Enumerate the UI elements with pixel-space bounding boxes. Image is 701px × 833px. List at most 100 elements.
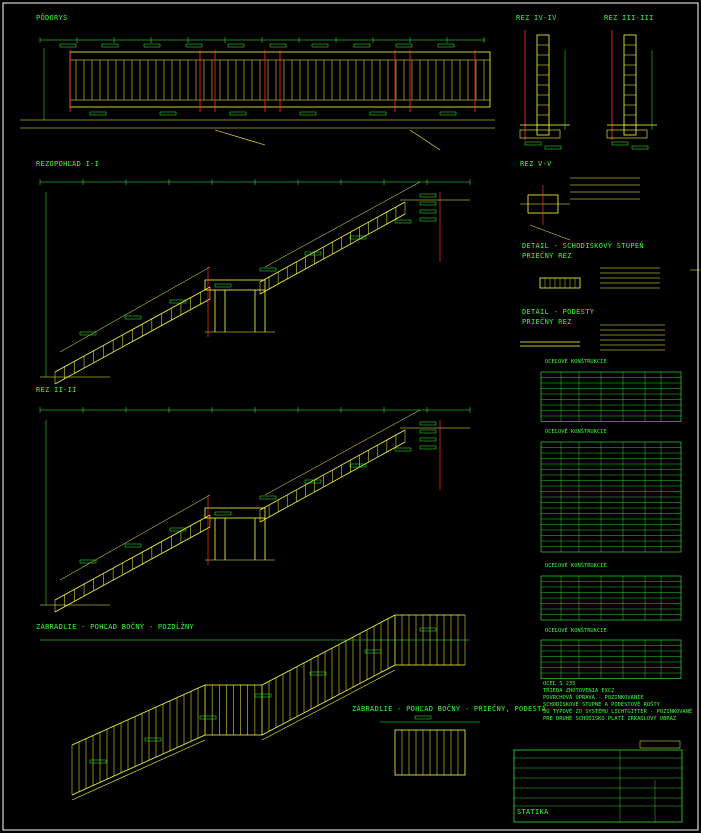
table-3-title: OCEĽOVÉ KONŠTRUKCIE xyxy=(545,563,607,569)
dim-tag xyxy=(311,43,329,48)
handrail xyxy=(264,181,421,268)
note-line-6: PRE DRUHÉ SCHODISKO PLATÍ ZRKADLOVÝ OBRA… xyxy=(543,716,677,722)
leader-line xyxy=(409,129,441,151)
dim-tag xyxy=(369,111,387,116)
note-line-4: SCHODISKOVÉ STUPNE A PODESTOVÉ ROŠTY xyxy=(543,702,660,708)
railing-long-view xyxy=(40,614,470,801)
dim-tag xyxy=(79,331,97,336)
step-detail-title: DETAIL - SCHODISKOVÝ STUPEŇ xyxy=(522,242,644,250)
elevation-view xyxy=(39,179,471,385)
title-block-frame xyxy=(513,749,683,823)
dim-tag xyxy=(124,543,142,548)
logo-box xyxy=(639,740,681,749)
dim-tag xyxy=(229,111,247,116)
plan-view-title: PÔDORYS xyxy=(36,14,68,22)
dim-tag xyxy=(394,447,412,452)
dim-tag xyxy=(394,219,412,224)
dim-tag xyxy=(353,43,371,48)
step-detail-sub: PRIEČNY REZ xyxy=(522,252,572,260)
railing-bottom xyxy=(71,734,206,796)
dim-tag xyxy=(79,559,97,564)
dim-tag xyxy=(349,235,367,240)
landing xyxy=(204,279,266,291)
dim-tag xyxy=(419,217,437,222)
section-iv-title: REZ IV-IV xyxy=(516,14,557,22)
dim-tag xyxy=(631,145,649,150)
railing-bottom xyxy=(261,664,396,736)
dim-tag xyxy=(437,43,455,48)
stringer xyxy=(71,739,206,801)
stringer xyxy=(261,669,396,741)
handrail xyxy=(59,494,211,581)
leader-line xyxy=(529,224,571,241)
dim-tag xyxy=(364,649,382,654)
table-2-title: OCEĽOVÉ KONŠTRUKCIE xyxy=(545,429,607,435)
note-line-3: POVRCHOVÁ ÚPRAVA - POZINKOVANIE xyxy=(543,695,644,701)
dim-tag xyxy=(439,111,457,116)
note-line-2: TRIEDA ZHOTOVENIA EXC2 xyxy=(543,688,615,694)
handrail xyxy=(264,409,421,496)
dim-tag xyxy=(101,43,119,48)
dim-tag xyxy=(304,479,322,484)
dim-tag xyxy=(89,111,107,116)
dim-tag xyxy=(89,759,107,764)
dim-tag xyxy=(227,43,245,48)
dim-tag xyxy=(419,429,437,434)
landing-detail-title: DETAIL - PODESTY xyxy=(522,308,595,316)
section-ii-title: REZ II-II xyxy=(36,386,77,394)
section-iii-title: REZ III-III xyxy=(604,14,654,22)
dim-tag xyxy=(419,421,437,426)
section-v-title: REZ V-V xyxy=(520,160,552,168)
dim-tag xyxy=(611,141,629,146)
landing-detail-sub: PRIEČNY REZ xyxy=(522,318,572,326)
base-plate xyxy=(606,129,648,139)
railing-top xyxy=(261,614,396,686)
dim-tag xyxy=(395,43,413,48)
dim-tag xyxy=(254,693,272,698)
note-line-5: SÚ TYPOVÉ ZO SYSTÉMU LICHTGITTER - POZIN… xyxy=(543,709,693,715)
dim-tag xyxy=(419,437,437,442)
dim-tag xyxy=(419,627,437,632)
plan-view xyxy=(20,37,495,151)
dim-tag xyxy=(214,511,232,516)
dim-tag xyxy=(419,445,437,450)
base-plate xyxy=(519,129,561,139)
dim-tag xyxy=(259,495,277,500)
dim-tag xyxy=(349,463,367,468)
section-views xyxy=(519,30,657,241)
railing-long-title: ZÁBRADLIE - POHĽAD BOČNÝ - POZDĹŽNY xyxy=(36,623,195,631)
dim-tag xyxy=(309,671,327,676)
dim-tag xyxy=(214,283,232,288)
dim-tag xyxy=(419,201,437,206)
dim-tag xyxy=(143,43,161,48)
dim-tag xyxy=(544,145,562,150)
dim-tag xyxy=(419,193,437,198)
leader-line xyxy=(214,129,266,146)
dim-tag xyxy=(144,737,162,742)
table-border xyxy=(540,371,682,422)
railing-cross-title: ZÁBRADLIE - POHĽAD BOČNÝ - PRIEČNY, PODE… xyxy=(352,705,547,713)
table-1-title: OCEĽOVÉ KONŠTRUKCIE xyxy=(545,359,607,365)
railing-top xyxy=(71,684,206,746)
title-block xyxy=(513,740,683,823)
dim-tag xyxy=(124,315,142,320)
dim-tag xyxy=(199,715,217,720)
dim-tag xyxy=(159,111,177,116)
elevation-title: REZOPOHĽAD I-I xyxy=(36,160,100,168)
handrail xyxy=(59,266,211,353)
landing xyxy=(204,507,266,519)
dim-tag xyxy=(185,43,203,48)
dim-tag xyxy=(59,43,77,48)
dim-tag xyxy=(169,299,187,304)
section-ii-view xyxy=(39,407,471,613)
dim-tag xyxy=(269,43,287,48)
note-line-1: OCEĽ S 235 xyxy=(543,681,576,687)
railing-cross-view xyxy=(380,715,480,776)
steel-tables xyxy=(540,371,682,679)
dim-tag xyxy=(169,527,187,532)
dim-tag xyxy=(304,251,322,256)
dim-tag xyxy=(414,715,432,720)
table-4-title: OCEĽOVÉ KONŠTRUKCIE xyxy=(545,628,607,634)
